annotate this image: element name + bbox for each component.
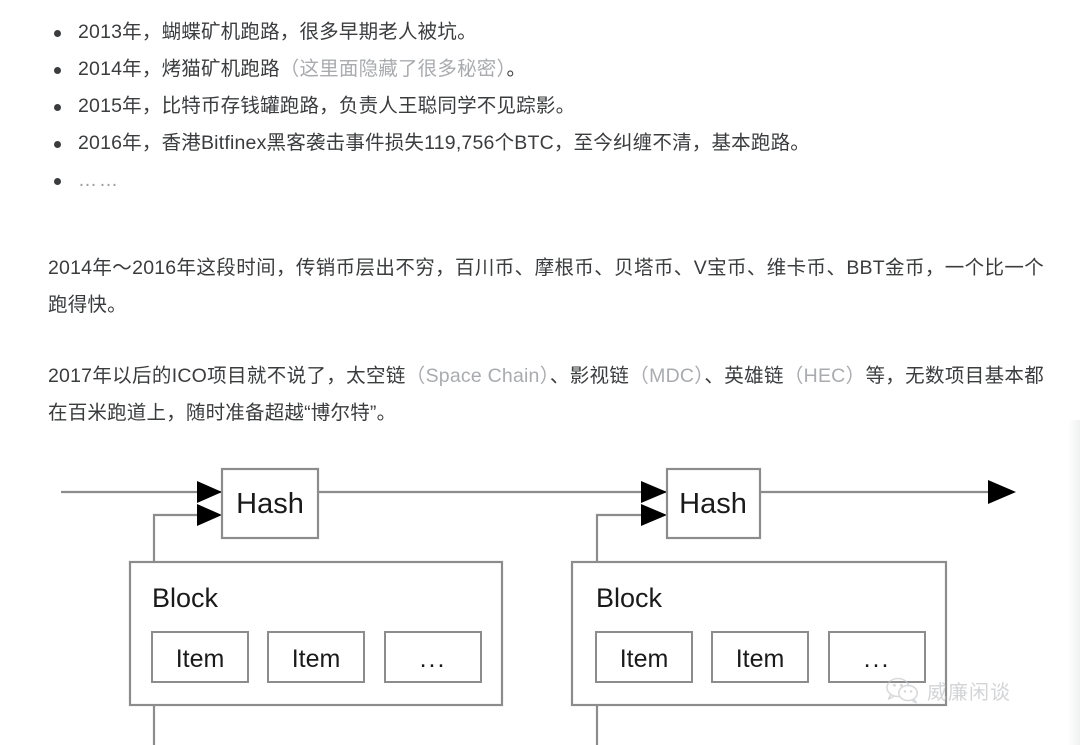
item-box-2-3 <box>828 631 926 683</box>
paragraph-pyramid-coins: 2014年～2016年这段时间，传销币层出不穷，百川币、摩根币、贝塔币、V宝币、… <box>48 250 1044 324</box>
paragraph-ico-projects: 2017年以后的ICO项目就不说了，太空链（Space Chain）、影视链（M… <box>48 358 1044 432</box>
paragraph-segment: 、英雄链 <box>704 364 784 387</box>
bullet-tail-text: 。 <box>506 58 527 80</box>
paragraph-segment-dim: （MDC） <box>629 364 705 387</box>
item-box-1-1 <box>151 631 249 683</box>
item-box-1-3 <box>384 631 482 683</box>
item-box-1-2 <box>267 631 365 683</box>
list-item: 2015年，比特币存钱罐跑路，负责人王聪同学不见踪影。 <box>48 88 1038 125</box>
item-label-1-1: Item <box>176 645 225 673</box>
incident-bullet-list: 2013年，蝴蝶矿机跑路，很多早期老人被坑。 2014年，烤猫矿机跑路（这里面隐… <box>48 14 1038 199</box>
arrowhead-block-to-hash-1 <box>197 504 222 526</box>
arrowhead-chain-in-2 <box>641 481 667 503</box>
bullet-text: 2016年，香港Bitfinex黑客袭击事件损失119,756个BTC，至今纠缠… <box>78 132 810 154</box>
block-label-2: Block <box>596 583 663 613</box>
block-to-hash-connector-1 <box>152 513 197 745</box>
block-label-1: Block <box>152 583 219 613</box>
arrowhead-chain-in-1 <box>197 481 222 503</box>
bullet-dim-text: （这里面隐藏了很多秘密） <box>279 58 507 80</box>
bullet-text: …… <box>78 170 120 191</box>
list-item: 2013年，蝴蝶矿机跑路，很多早期老人被坑。 <box>48 14 1038 51</box>
hash-box-label-2: Hash <box>679 488 747 520</box>
paragraph-segment: 等，无数项目基本都在百米跑道上，随时准备超越“博尔特”。 <box>48 364 1044 424</box>
item-label-2-1: Item <box>620 645 669 673</box>
arrowhead-chain-out <box>988 480 1016 504</box>
list-item: 2014年，烤猫矿机跑路（这里面隐藏了很多秘密）。 <box>48 51 1038 88</box>
bullet-text: 2013年，蝴蝶矿机跑路，很多早期老人被坑。 <box>78 21 477 43</box>
bullet-text: 2015年，比特币存钱罐跑路，负责人王聪同学不见踪影。 <box>78 95 576 117</box>
item-box-2-1 <box>595 631 693 683</box>
item-label-2-3: ... <box>864 645 891 673</box>
list-item-ellipsis: …… <box>48 162 1038 199</box>
hash-box-2 <box>665 467 762 540</box>
page-right-edge-shadow <box>1068 420 1080 745</box>
paragraph-segment-dim: （Space Chain） <box>405 364 550 387</box>
item-box-2-2 <box>711 631 809 683</box>
hash-box-1 <box>220 467 320 540</box>
hash-box-label-1: Hash <box>236 488 304 520</box>
paragraph-segment: 2017年以后的ICO项目就不说了，太空链 <box>48 364 406 387</box>
paragraph-segment: 、影视链 <box>549 364 630 387</box>
item-label-1-3: ... <box>420 645 447 673</box>
bullet-text: 2014年，烤猫矿机跑路 <box>78 58 280 80</box>
paragraph-segment-dim: （HEC） <box>783 364 866 387</box>
item-label-2-2: Item <box>736 645 785 673</box>
list-item: 2016年，香港Bitfinex黑客袭击事件损失119,756个BTC，至今纠缠… <box>48 125 1038 162</box>
paragraph-segment: 2014年～2016年这段时间，传销币层出不穷，百川币、摩根币、贝塔币、V宝币、… <box>48 256 1044 316</box>
item-label-1-2: Item <box>292 645 341 673</box>
blockchain-diagram: Hash Block Item Item ... Hash Block Item… <box>0 440 1080 745</box>
arrowhead-block-to-hash-2 <box>641 504 667 526</box>
block-to-hash-connector-2 <box>595 513 641 745</box>
